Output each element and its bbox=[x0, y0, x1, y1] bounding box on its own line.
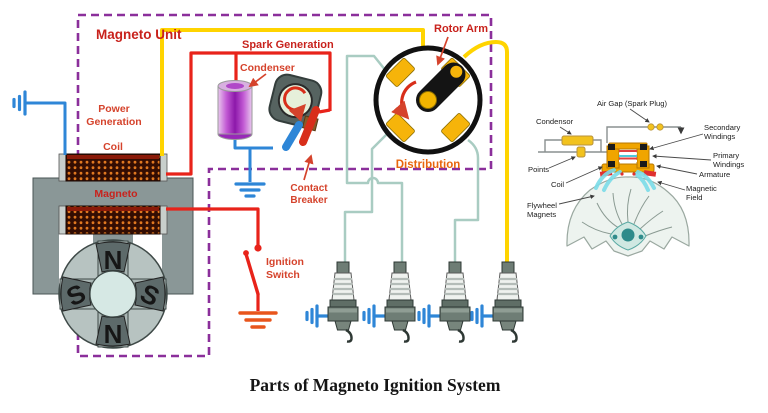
contact-breaker-label-1: Contact bbox=[290, 183, 328, 194]
rotor-arm-label: Rotor Arm bbox=[434, 23, 488, 35]
magnetic-field-label-1: Magnetic bbox=[686, 184, 717, 193]
ignition-ground-symbol bbox=[238, 311, 278, 329]
plug3-wire bbox=[453, 138, 480, 263]
magnetic-field-label-2: Field bbox=[686, 193, 702, 202]
spark-plug-3 bbox=[417, 260, 472, 344]
breaker-contact bbox=[282, 121, 303, 151]
flywheel-magnets-label-1: Flywheel bbox=[527, 201, 557, 210]
magneto-unit-label: Magneto Unit bbox=[96, 27, 182, 42]
air-gap-label: Air Gap (Spark Plug) bbox=[597, 99, 668, 108]
magneto-unit-border bbox=[76, 13, 493, 358]
inset-condenser bbox=[561, 135, 594, 146]
distribution-label: Distribution bbox=[396, 159, 461, 171]
ignition-switch-label-1: Ignition bbox=[266, 256, 304, 268]
ignition-switch bbox=[238, 244, 278, 329]
secondary-windings-label-1: Secondary bbox=[704, 123, 741, 132]
contact-breaker-label-2: Breaker bbox=[290, 195, 327, 206]
condenser bbox=[217, 80, 253, 140]
primary-coil bbox=[58, 153, 168, 182]
secondary-windings-label-2: Windings bbox=[704, 132, 735, 141]
primary-windings-label-2: Windings bbox=[713, 160, 744, 169]
spark-plug-1 bbox=[305, 260, 360, 344]
air-gap-terminal-1 bbox=[647, 123, 655, 131]
condenser-pointer bbox=[248, 73, 267, 88]
secondary-coil bbox=[58, 205, 168, 235]
magnet-pole-n-top: N bbox=[104, 245, 123, 275]
plug-wires bbox=[343, 54, 480, 263]
magneto-label: Magneto bbox=[94, 188, 137, 200]
plug1-wire bbox=[343, 130, 391, 263]
ignition-switch-label-2: Switch bbox=[266, 269, 300, 281]
primary-windings-label-1: Primary bbox=[713, 151, 739, 160]
power-generation-label-2: Generation bbox=[86, 116, 141, 128]
inset-diagram: Air Gap (Spark Plug) Condensor Secondary… bbox=[527, 99, 744, 257]
left-ground-symbol bbox=[12, 90, 27, 116]
contact-breaker bbox=[268, 73, 323, 151]
rotor-arm-pointer bbox=[436, 36, 449, 66]
diagram-title: Parts of Magneto Ignition System bbox=[250, 375, 501, 395]
spark-plug-2 bbox=[362, 260, 417, 344]
points-label: Points bbox=[528, 165, 549, 174]
armature-label: Armature bbox=[699, 170, 730, 179]
power-generation-label-1: Power bbox=[98, 103, 130, 115]
contact-breaker-pointer bbox=[303, 154, 314, 181]
plug4-wire bbox=[462, 40, 509, 263]
magneto-rotor: N S S N bbox=[58, 239, 168, 349]
spark-plug-4 bbox=[470, 260, 525, 344]
inset-armature bbox=[594, 142, 657, 192]
distributor bbox=[373, 45, 483, 155]
spark-generation-label: Spark Generation bbox=[242, 39, 334, 51]
distributor-pad-nw bbox=[386, 58, 415, 87]
condensor-label: Condensor bbox=[536, 117, 574, 126]
magnet-pole-n-bottom: N bbox=[104, 319, 123, 349]
condenser-label: Condenser bbox=[240, 62, 295, 74]
rotation-arrow bbox=[391, 80, 417, 120]
distributor-pad-se bbox=[441, 113, 470, 142]
coil-label: Coil bbox=[103, 141, 123, 153]
inset-points bbox=[576, 146, 586, 158]
inset-flywheel bbox=[566, 176, 690, 257]
inset-coil-label: Coil bbox=[551, 180, 564, 189]
air-gap-terminal-2 bbox=[656, 123, 664, 131]
flywheel-magnets-label-2: Magnets bbox=[527, 210, 556, 219]
breaker-arm bbox=[299, 106, 320, 146]
condenser-ground-symbol bbox=[234, 182, 266, 198]
red-wiring bbox=[166, 51, 332, 311]
rotor-center bbox=[419, 91, 437, 109]
coil-to-distributor-wire bbox=[160, 28, 425, 156]
